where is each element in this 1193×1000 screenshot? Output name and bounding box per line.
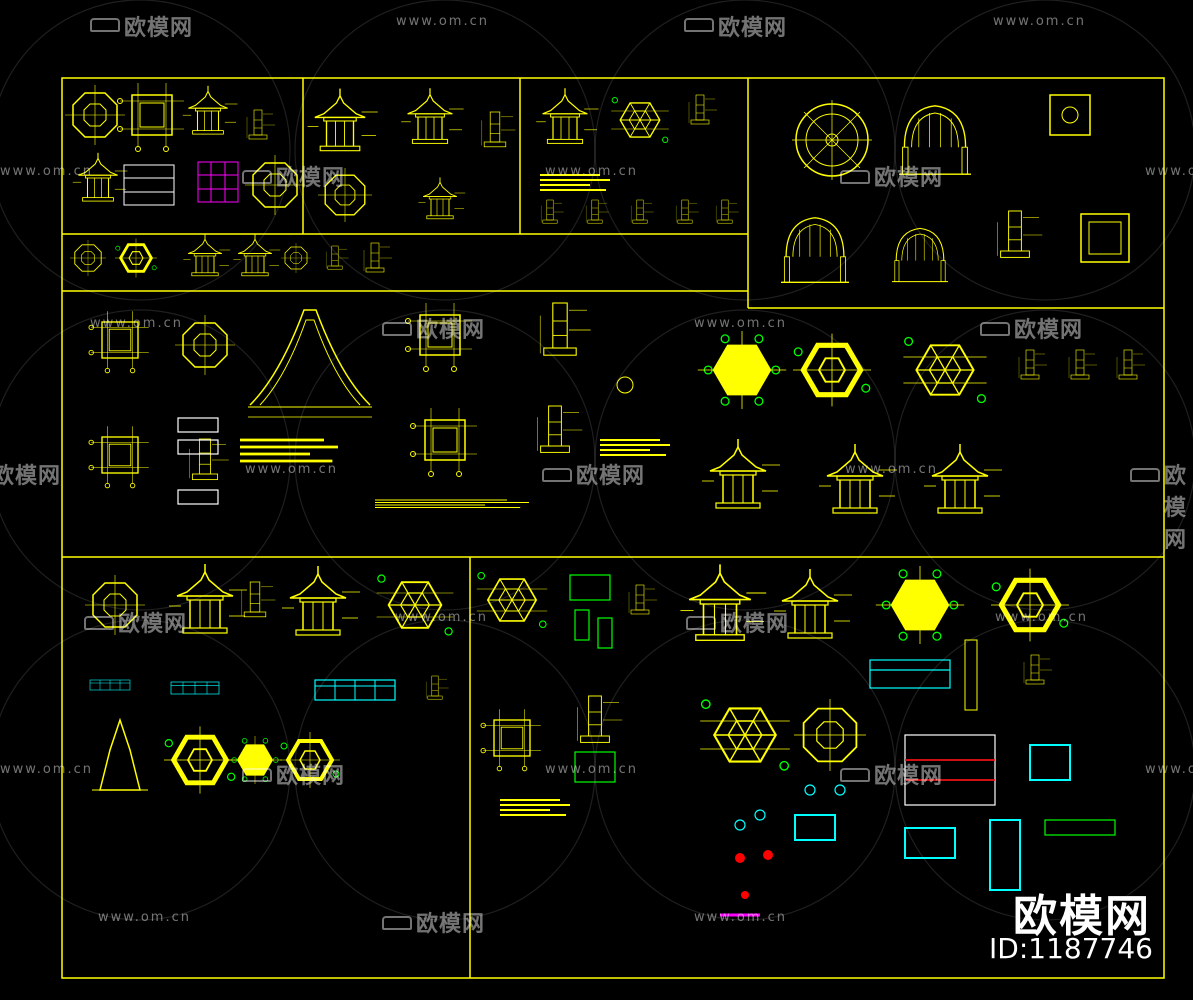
panel-bottom-left xyxy=(84,563,455,794)
dome-section-icon xyxy=(898,105,972,175)
corner-brand-logo: 欧模网 xyxy=(1013,891,1151,942)
sheet-frames xyxy=(61,77,1165,979)
pavilion-elevation-icon xyxy=(182,85,238,135)
panel-dome-pavilion xyxy=(780,94,1130,283)
octagon-plan-icon xyxy=(64,84,126,146)
railing-elevation-icon xyxy=(170,681,220,695)
detail-section-icon xyxy=(996,210,1043,258)
asset-id-label: ID:1187746 xyxy=(989,932,1153,965)
panel-bottom-right xyxy=(475,563,1116,917)
panel-top-middle xyxy=(306,87,516,223)
hexagon-plan-icon xyxy=(113,236,159,280)
panel-middle-band xyxy=(88,302,1146,514)
watermark-rings xyxy=(0,0,1193,921)
panel-top-left xyxy=(64,82,393,280)
panel-top-right-center xyxy=(535,87,739,224)
